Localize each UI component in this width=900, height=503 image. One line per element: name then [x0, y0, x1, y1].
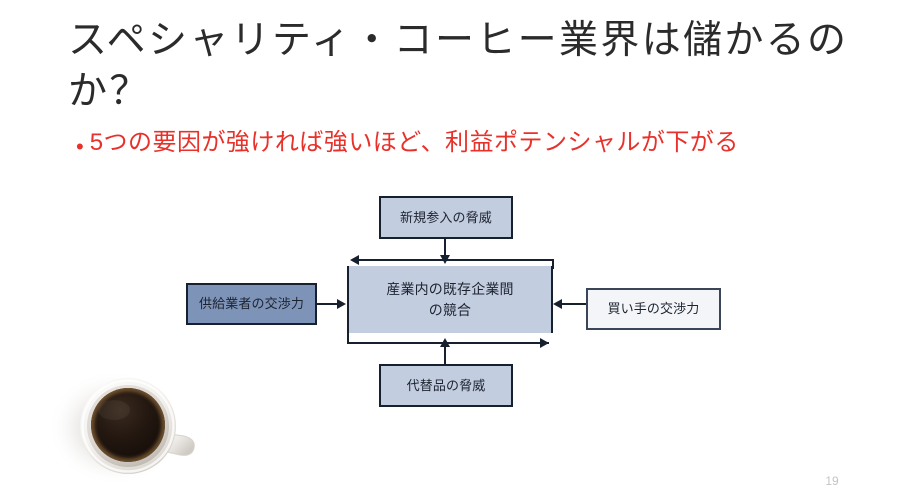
arrowhead-left-right-side	[553, 299, 562, 309]
coffee-cup-image	[48, 370, 195, 486]
connector-above-center-right-drop	[552, 259, 554, 269]
force-box-industry-rivalry[interactable]: 産業内の既存企業間 の競合	[347, 266, 553, 333]
arrowhead-down-top	[440, 255, 450, 264]
force-box-buyer-power[interactable]: 買い手の交渉力	[586, 288, 721, 330]
connector-top-vertical	[444, 239, 446, 261]
force-box-substitutes[interactable]: 代替品の脅威	[379, 364, 513, 407]
page-number: 19	[825, 474, 839, 488]
center-box-bottom-border	[447, 330, 553, 333]
arrowhead-right-below-center	[540, 338, 549, 348]
connector-above-center	[352, 259, 554, 261]
connector-left-to-center	[317, 303, 339, 305]
connector-bottom-vertical	[444, 346, 446, 366]
page-title: スペシャリティ・コーヒー業界は儲かるのか？	[68, 19, 849, 113]
bullet-marker: •	[76, 134, 84, 159]
arrowhead-right-left-side	[337, 299, 346, 309]
arrowhead-up-bottom	[440, 338, 450, 347]
bullet-text: 5つの要因が強ければ強いほど、利益ポテンシャルが下がる	[89, 129, 739, 156]
force-box-new-entrants[interactable]: 新規参入の脅威	[379, 196, 513, 239]
force-box-supplier-power[interactable]: 供給業者の交渉力	[186, 283, 317, 325]
connector-below-center-left-riser	[347, 332, 349, 343]
connector-right-to-center	[562, 303, 588, 305]
center-box-top-border	[347, 266, 453, 269]
connector-below-center	[347, 342, 549, 344]
bullet-row: • 5つの要因が強ければ強いほど、利益ポテンシャルが下がる	[76, 128, 739, 158]
arrowhead-left-above-center	[350, 255, 359, 265]
